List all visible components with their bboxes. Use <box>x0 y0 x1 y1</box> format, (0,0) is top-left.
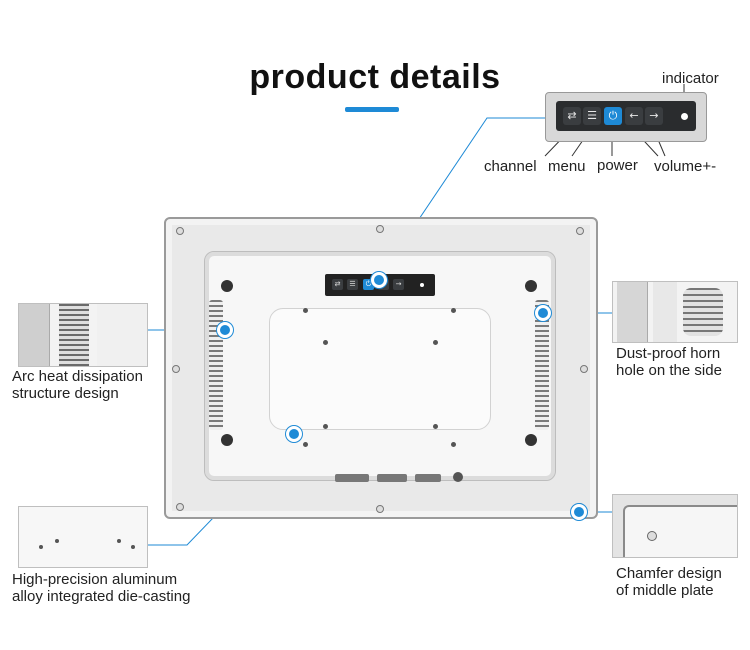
chamfer-label: Chamfer design of middle plate <box>616 565 722 599</box>
av-port <box>415 474 441 482</box>
control-panel-zoom: ⇄ ☰ ⏻ ← → <box>545 92 707 142</box>
vesa-hole <box>117 539 121 543</box>
vesa-hole <box>55 539 59 543</box>
volume-up-button[interactable]: → <box>645 107 663 125</box>
screw <box>176 227 184 235</box>
channel-label: channel <box>484 158 537 175</box>
page-title: product details <box>249 58 501 96</box>
vesa-hole <box>433 340 438 345</box>
screw <box>176 503 184 511</box>
vesa-hole <box>433 424 438 429</box>
power-button[interactable]: ⏻ <box>604 107 622 125</box>
channel-button[interactable]: ⇄ <box>563 107 581 125</box>
vesa-hole <box>131 545 135 549</box>
hdmi-port <box>377 474 407 482</box>
rear-housing: ⇄ ☰ ⏻ ← → <box>204 251 556 484</box>
volume-down-button[interactable]: ← <box>625 107 643 125</box>
vesa-hole <box>323 424 328 429</box>
center-plate <box>269 308 491 430</box>
menu-button[interactable]: ☰ <box>583 107 601 125</box>
mount-boss <box>525 434 537 446</box>
mount-boss <box>221 280 233 292</box>
device-indicator-light <box>420 283 424 287</box>
vesa-hole <box>303 442 308 447</box>
callout-dot-chamfer <box>571 504 587 520</box>
title-underline <box>345 107 399 112</box>
power-label: power <box>597 157 638 174</box>
indicator-light <box>681 113 688 120</box>
monitor-back: ⇄ ☰ ⏻ ← → <box>164 217 598 519</box>
callout-dot-panel <box>371 272 387 288</box>
mount-boss <box>221 434 233 446</box>
indicator-label: indicator <box>662 70 719 87</box>
vesa-hole <box>39 545 43 549</box>
right-vent <box>535 300 549 430</box>
screw <box>376 505 384 513</box>
vesa-hole <box>303 308 308 313</box>
screw <box>172 365 180 373</box>
io-ports <box>335 472 475 484</box>
device-channel-button[interactable]: ⇄ <box>332 279 343 290</box>
volume-label: volume+- <box>654 158 717 175</box>
callout-dot-aluminum <box>286 426 302 442</box>
chamfer-thumbnail <box>612 494 738 558</box>
device-power-button[interactable]: ⏻ <box>363 279 374 290</box>
vga-port <box>335 474 369 482</box>
callout-dot-arc-heat <box>217 322 233 338</box>
aluminum-label: High-precision aluminum alloy integrated… <box>12 571 191 605</box>
left-vent <box>209 300 223 430</box>
screw <box>376 225 384 233</box>
vesa-hole <box>323 340 328 345</box>
device-menu-button[interactable]: ☰ <box>347 279 358 290</box>
aluminum-thumbnail <box>18 506 148 568</box>
screw <box>580 365 588 373</box>
screw <box>576 227 584 235</box>
menu-label: menu <box>548 158 586 175</box>
dc-port <box>453 472 463 482</box>
vesa-hole <box>451 442 456 447</box>
arc-heat-thumbnail <box>18 303 148 367</box>
dust-proof-thumbnail <box>612 281 738 343</box>
vesa-hole <box>451 308 456 313</box>
device-volume-up-button[interactable]: → <box>393 279 404 290</box>
callout-dot-dust-proof <box>535 305 551 321</box>
arc-heat-label: Arc heat dissipation structure design <box>12 368 143 402</box>
dust-proof-label: Dust-proof horn hole on the side <box>616 345 722 379</box>
mount-boss <box>525 280 537 292</box>
